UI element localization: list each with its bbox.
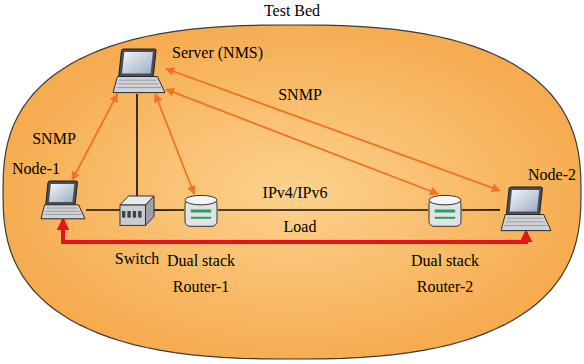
test-bed-outline <box>3 25 581 359</box>
device-label: Switch <box>115 250 159 268</box>
network-link <box>86 209 120 211</box>
device-label: Dual stack Router-1 <box>159 248 243 301</box>
link-label: Load <box>284 218 317 236</box>
switch-icon <box>120 196 154 225</box>
router-icon <box>429 195 461 226</box>
node-laptop: Node-1 <box>40 180 86 220</box>
snmp-arrow <box>155 94 194 194</box>
device-label: Node-2 <box>528 166 576 184</box>
snmp-arrow <box>166 89 438 194</box>
device-label: Server (NMS) <box>172 44 263 62</box>
link-label: SNMP <box>32 130 76 148</box>
link-label: SNMP <box>278 86 322 104</box>
switch-device: Switch <box>120 196 154 226</box>
network-link <box>462 209 500 211</box>
laptop-icon <box>501 187 551 231</box>
device-label: Dual stack Router-2 <box>403 248 487 301</box>
laptop-icon <box>113 49 165 93</box>
laptop-shape <box>500 186 552 232</box>
router-shape <box>428 194 462 228</box>
laptop-icon <box>41 181 85 219</box>
node-laptop: Node-2 <box>500 186 552 232</box>
network-link <box>154 209 184 211</box>
laptop-shape <box>112 48 166 94</box>
router-device: Dual stack Router-1 <box>184 194 218 228</box>
link-label: IPv4/IPv6 <box>263 184 328 202</box>
router-shape <box>184 194 218 228</box>
server-laptop: Server (NMS) <box>112 48 166 94</box>
snmp-arrow <box>72 94 117 180</box>
network-link <box>136 94 138 196</box>
router-icon <box>185 195 217 226</box>
switch-shape <box>120 196 154 226</box>
network-link <box>218 209 428 211</box>
diagram-heading: Test Bed <box>264 2 320 20</box>
router-device: Dual stack Router-2 <box>428 194 462 228</box>
device-label: Node-1 <box>12 160 60 178</box>
laptop-shape <box>40 180 86 220</box>
snmp-arrow <box>166 69 500 191</box>
